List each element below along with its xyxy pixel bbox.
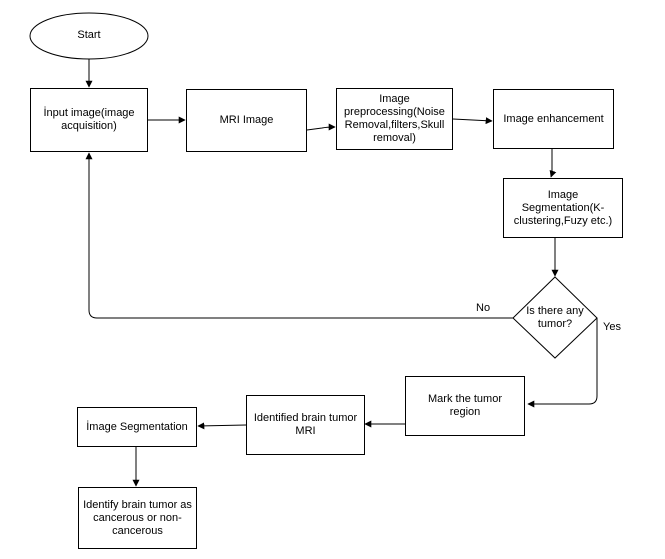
- enhancement-node: Image enhancement: [493, 89, 614, 149]
- input-image-label: İnput image(image acquisition): [43, 107, 135, 132]
- input-image-node: İnput image(image acquisition): [30, 88, 148, 152]
- segmentation-k-label: Image Segmentation(K-clustering,Fuzy etc…: [513, 188, 613, 227]
- decision-diamond: [512, 276, 598, 359]
- image-segmentation-node: İmage Segmentation: [77, 407, 197, 447]
- preprocessing-label: Image preprocessing(Noise Removal,filter…: [344, 93, 445, 144]
- mri-image-node: MRI Image: [186, 89, 307, 152]
- edge-decision-no-to-input: [85, 152, 513, 319]
- classify-node: Identify brain tumor as cancerous or non…: [78, 487, 197, 549]
- decision-text: Is there any tumor?: [526, 305, 584, 330]
- edge-label-yes: Yes: [603, 321, 621, 333]
- edge-preprocessing-to-enhancement: [452, 117, 493, 125]
- preprocessing-node: Image preprocessing(Noise Removal,filter…: [336, 88, 453, 150]
- mark-tumor-label: Mark the tumor region: [428, 393, 502, 418]
- edge-decision-yes-to-mark: [527, 318, 598, 408]
- edge-mri-to-preprocessing: [306, 123, 336, 131]
- mri-image-label: MRI Image: [219, 114, 274, 126]
- edge-label-no: No: [476, 302, 491, 314]
- image-segmentation-label: İmage Segmentation: [86, 420, 188, 433]
- edge-enhancement-to-segmentation: [549, 149, 557, 178]
- mark-tumor-node: Mark the tumor region: [405, 376, 525, 436]
- decision-label: Is there any tumor?: [517, 305, 593, 331]
- identified-mri-node: Identified brain tumor MRI: [246, 395, 365, 455]
- edge-identified-to-imgseg: [197, 422, 247, 430]
- enhancement-label: Image enhancement: [503, 112, 604, 125]
- segmentation-k-node: Image Segmentation(K-clustering,Fuzy etc…: [503, 178, 623, 238]
- start-label: Start: [77, 29, 101, 41]
- identified-mri-label: Identified brain tumor MRI: [253, 412, 358, 437]
- classify-label: Identify brain tumor as cancerous or non…: [83, 498, 192, 537]
